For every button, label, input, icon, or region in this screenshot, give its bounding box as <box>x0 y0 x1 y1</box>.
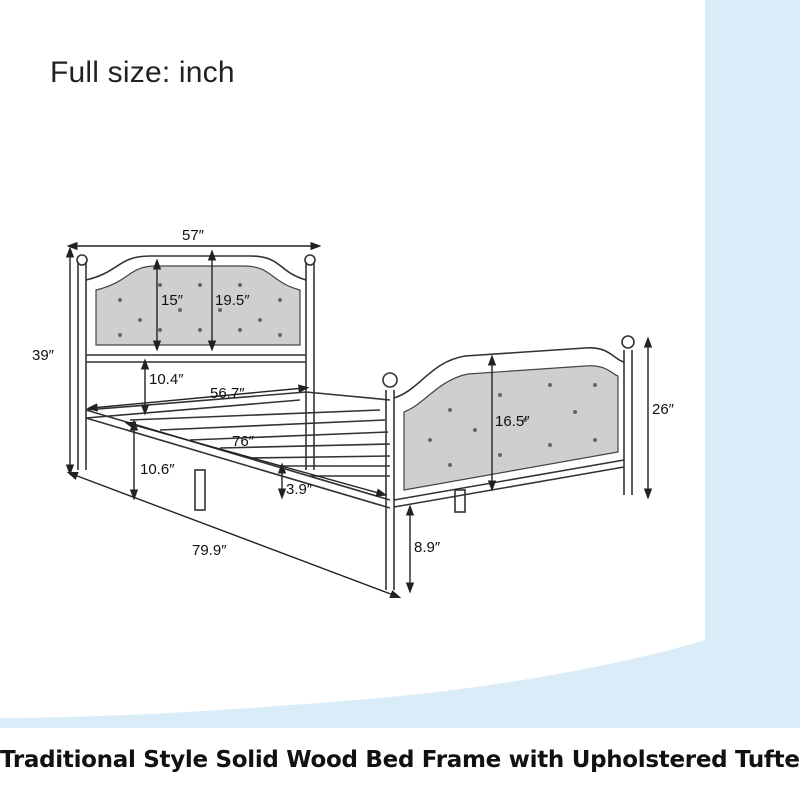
product-caption: Traditional Style Solid Wood Bed Frame w… <box>0 747 800 773</box>
dim-headboard-clearance: 10.4″ <box>149 371 184 388</box>
headboard-panel <box>95 265 301 346</box>
dim-total-height: 39″ <box>32 347 55 364</box>
dim-slat-drop: 3.9″ <box>286 481 313 498</box>
dim-floor-clearance: 8.9″ <box>414 539 441 556</box>
dim-headboard-width: 57″ <box>182 227 205 244</box>
dim-side-rail-height: 10.6″ <box>140 461 175 478</box>
dim-total-length: 79.9″ <box>192 542 227 559</box>
page-title: Full size: inch <box>50 56 235 89</box>
footboard-panel <box>403 365 619 491</box>
dim-headboard-height: 19.5″ <box>215 292 250 309</box>
dim-footboard-height: 26″ <box>652 401 675 418</box>
dim-footboard-panel-height: 16.5″ <box>495 413 530 430</box>
caption-banner <box>0 728 800 800</box>
dim-inner-length: 76″ <box>232 433 255 450</box>
dim-headboard-panel-height: 15″ <box>161 292 184 309</box>
tufting-buttons <box>118 283 597 467</box>
dim-inner-width: 56.7″ <box>210 385 245 402</box>
